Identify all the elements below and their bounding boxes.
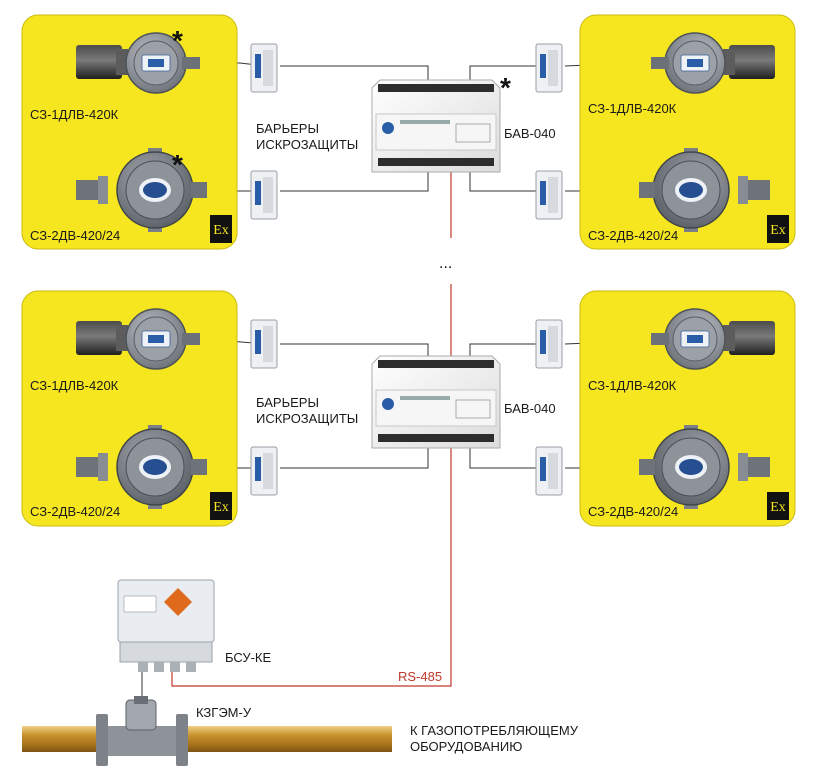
sensor-label: СЗ-1ДЛВ-420К — [588, 378, 677, 393]
wire — [469, 448, 545, 469]
wire — [469, 343, 545, 356]
sensor-label: СЗ-2ДВ-420/24 — [588, 504, 678, 519]
gas-sensor-2dv-icon — [76, 425, 207, 509]
gas-sensor-1dlv-icon — [76, 308, 200, 370]
sensor-label: СЗ-2ДВ-420/24 — [30, 228, 120, 243]
bsu-ke-controller-icon — [117, 579, 215, 672]
barriers-label: БАРЬЕРЫ — [256, 395, 319, 410]
intrinsic-safety-barrier-icon — [250, 319, 278, 369]
intrinsic-safety-barrier-icon — [535, 170, 563, 220]
gas-pipe — [22, 726, 392, 752]
destination-label: К ГАЗОПОТРЕБЛЯЮЩЕМУ — [410, 723, 579, 738]
gas-sensor-2dv-icon — [639, 148, 770, 232]
wire — [280, 65, 429, 80]
intrinsic-safety-barrier-icon — [535, 319, 563, 369]
gas-sensor-1dlv-icon — [651, 32, 775, 94]
kzgem-valve-icon — [96, 696, 188, 766]
bav-040-unit-icon — [371, 79, 501, 173]
intrinsic-safety-barrier-icon — [250, 43, 278, 93]
bsu-label: БСУ-КЕ — [225, 650, 272, 665]
asterisk-mark: * — [172, 25, 183, 56]
svg-text:Ex: Ex — [213, 500, 229, 515]
intrinsic-safety-barrier-icon — [250, 170, 278, 220]
svg-text:Ex: Ex — [213, 223, 229, 238]
gas-sensor-2dv-icon — [76, 148, 207, 232]
sensor-label: СЗ-1ДЛВ-420К — [30, 107, 119, 122]
asterisk-mark: * — [500, 72, 511, 103]
ellipsis-more-units: ... — [439, 255, 452, 272]
destination-label: ОБОРУДОВАНИЮ — [410, 739, 522, 754]
gas-sensor-1dlv-icon — [76, 32, 200, 94]
barriers-label: ИСКРОЗАЩИТЫ — [256, 137, 358, 152]
bav-040-unit-icon — [371, 355, 501, 449]
barriers-label: ИСКРОЗАЩИТЫ — [256, 411, 358, 426]
intrinsic-safety-barrier-icon — [535, 446, 563, 496]
svg-text:Ex: Ex — [770, 500, 786, 515]
rs485-label: RS-485 — [398, 669, 442, 684]
kzgem-label: КЗГЭМ-У — [196, 705, 252, 720]
wire — [469, 172, 545, 192]
ex-explosion-proof-icon: Ex — [767, 492, 789, 520]
intrinsic-safety-barrier-icon — [250, 446, 278, 496]
sensor-label: СЗ-2ДВ-420/24 — [30, 504, 120, 519]
gas-sensor-2dv-icon — [639, 425, 770, 509]
svg-text:Ex: Ex — [770, 223, 786, 238]
sensor-label: СЗ-2ДВ-420/24 — [588, 228, 678, 243]
asterisk-mark: * — [172, 149, 183, 180]
bav-label: БАВ-040 — [504, 126, 556, 141]
wire — [280, 448, 429, 469]
gas-sensor-1dlv-icon — [651, 308, 775, 370]
bus-line — [171, 448, 452, 687]
wire — [469, 65, 545, 80]
intrinsic-safety-barrier-icon — [535, 43, 563, 93]
bav-label: БАВ-040 — [504, 401, 556, 416]
barriers-label: БАРЬЕРЫ — [256, 121, 319, 136]
wire — [280, 172, 429, 192]
sensor-label: СЗ-1ДЛВ-420К — [588, 101, 677, 116]
ex-explosion-proof-icon: Ex — [210, 215, 232, 243]
wire — [280, 343, 429, 356]
sensor-label: СЗ-1ДЛВ-420К — [30, 378, 119, 393]
ex-explosion-proof-icon: Ex — [210, 492, 232, 520]
rs485-bus — [171, 172, 452, 687]
ex-explosion-proof-icon: Ex — [767, 215, 789, 243]
